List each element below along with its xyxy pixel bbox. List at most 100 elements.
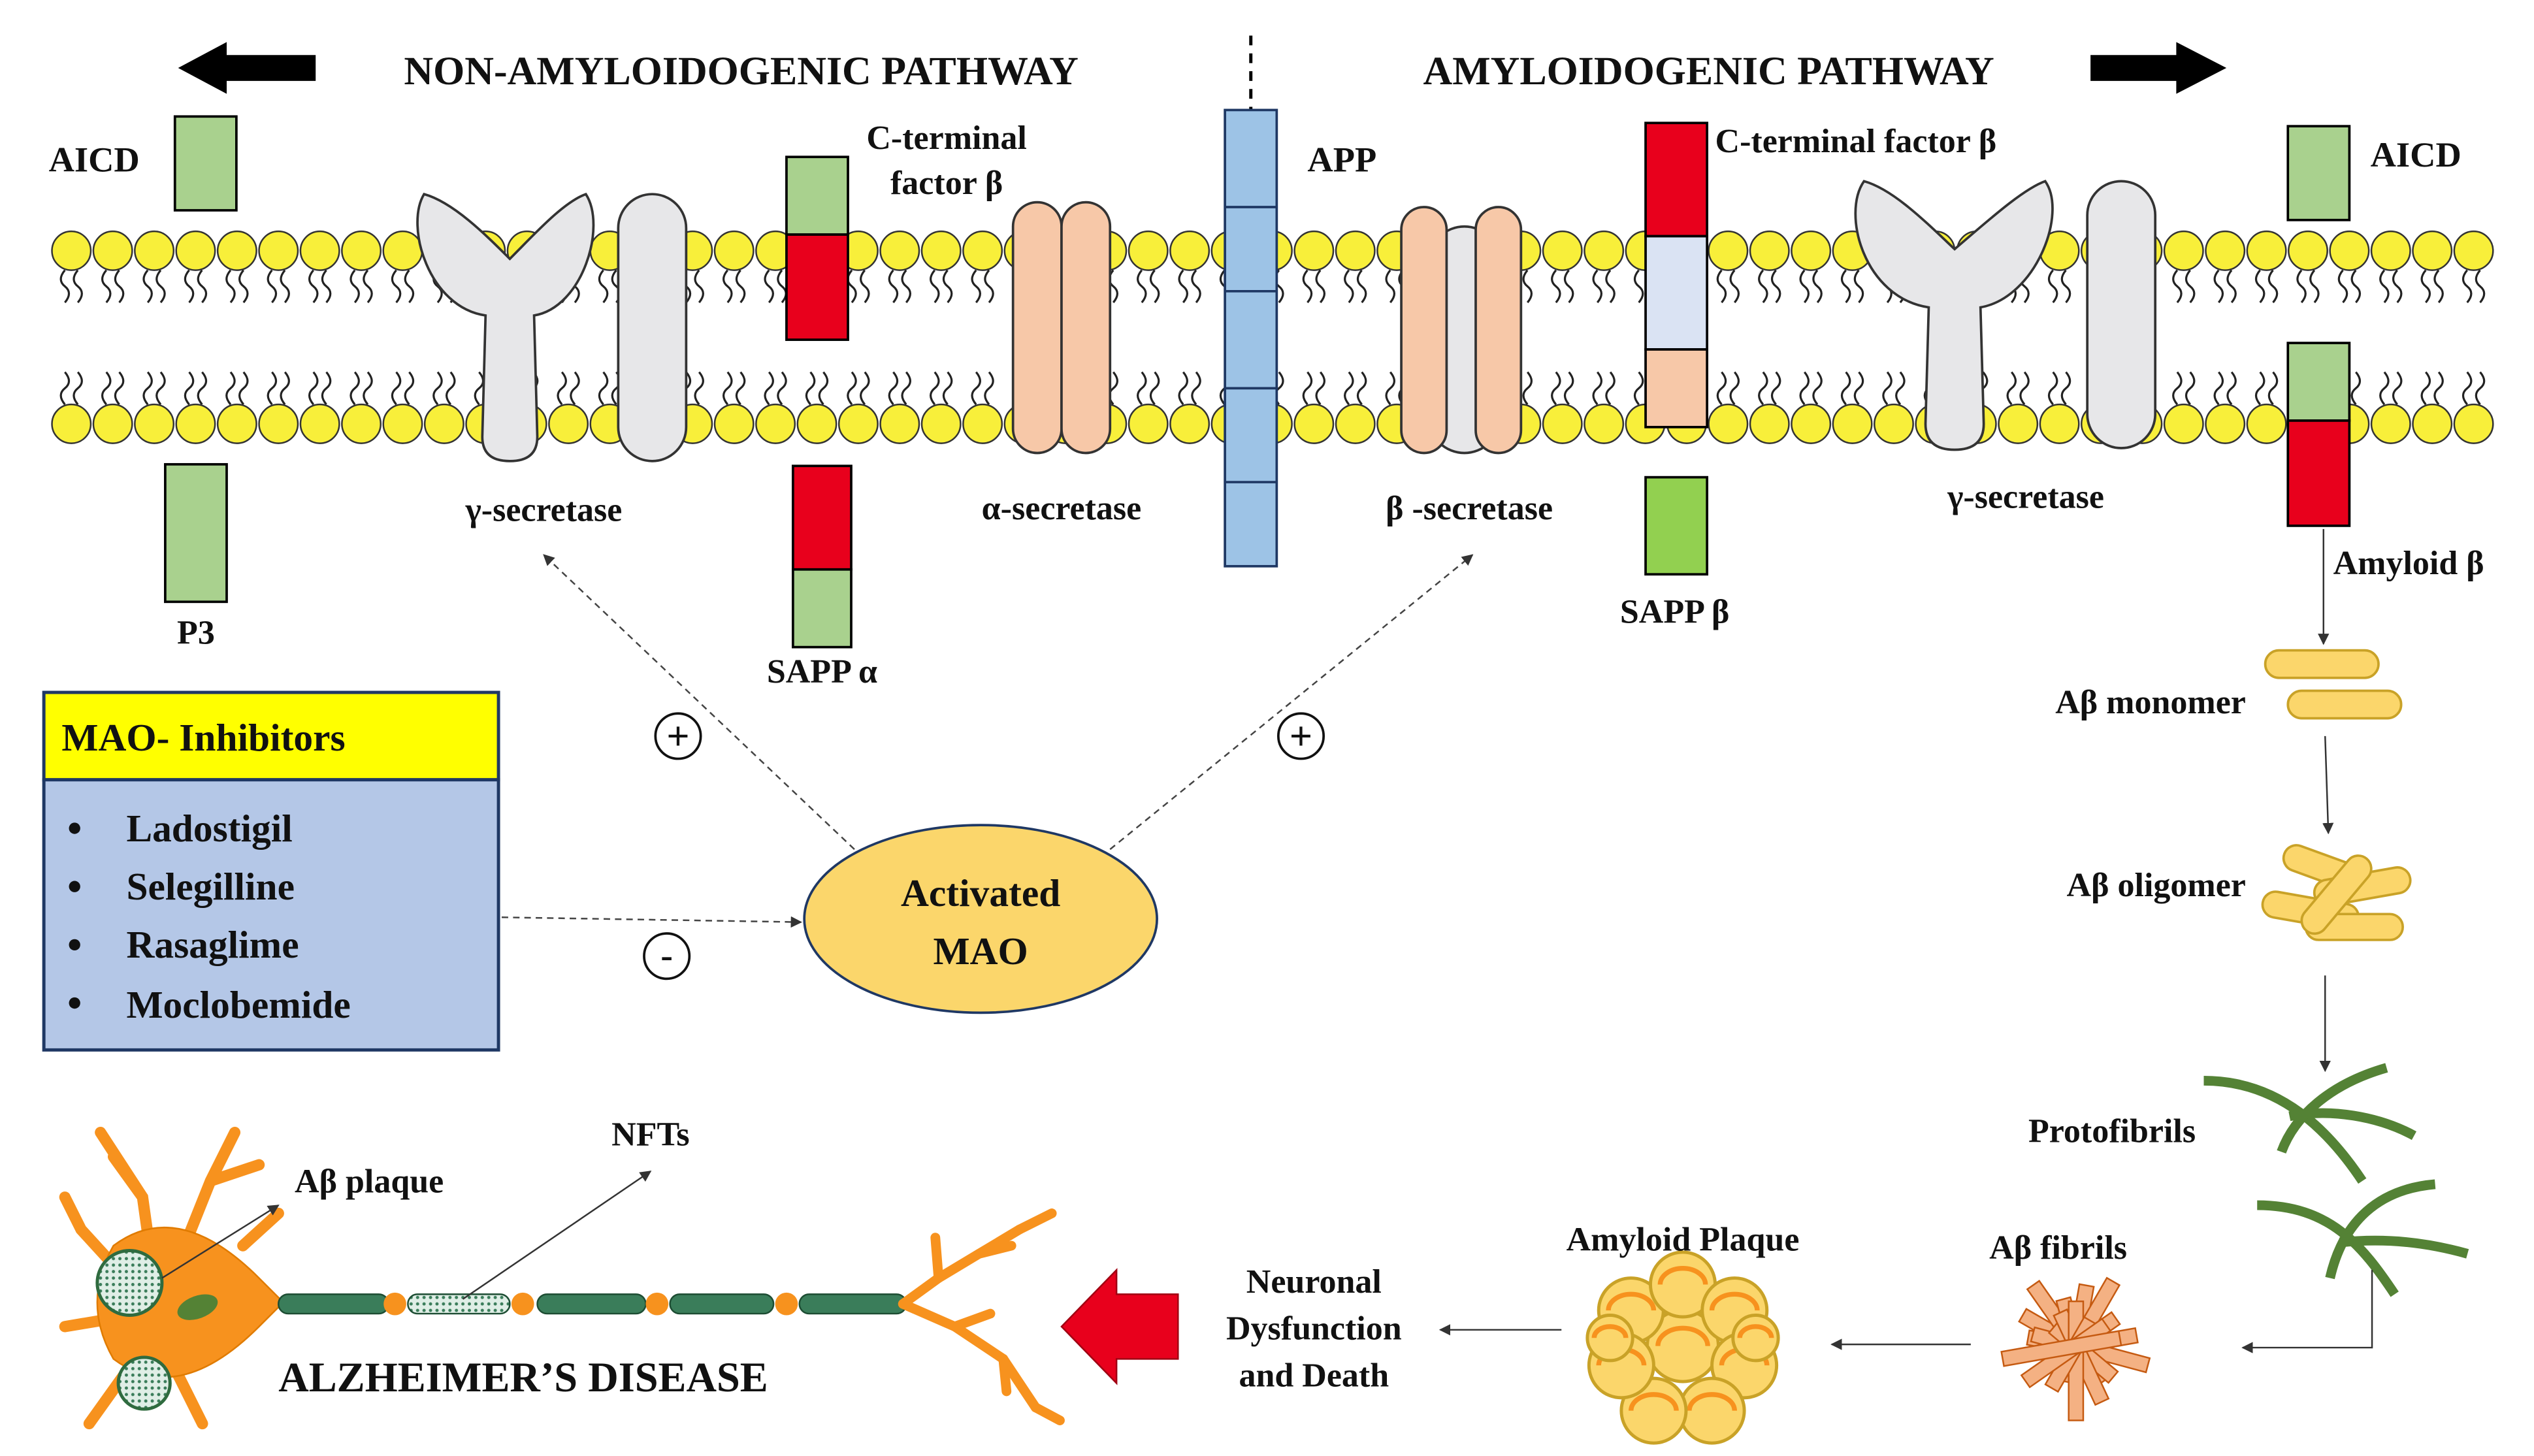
sapp-alpha-red (791, 464, 853, 571)
fibril-strand (2000, 1330, 2122, 1367)
lipid-head (1749, 230, 1790, 271)
app-protein (1224, 108, 1278, 568)
lipid-head (258, 230, 299, 271)
inhibitors-body (42, 778, 500, 1052)
lipid-tail (1729, 269, 1740, 304)
myelin-segment (278, 1293, 389, 1315)
lipid-tail (184, 269, 195, 304)
lipid-tail (1812, 371, 1823, 406)
lipid-tail (2006, 371, 2017, 406)
lipid-tail (391, 371, 402, 406)
plaque-loop-arc (1709, 1291, 1760, 1311)
nft-label: NFTs (611, 1116, 689, 1153)
beta-secretase (1400, 206, 1523, 455)
lipid-head (920, 403, 962, 444)
svg-text:+: + (667, 714, 690, 758)
lipid-tail (445, 371, 456, 406)
lipid-tail (1770, 269, 1781, 304)
sapp-alpha-label: SAPP α (767, 653, 877, 690)
lipid-tail (1178, 371, 1188, 406)
lipid-tail (847, 371, 857, 406)
disease-label: ALZHEIMER’S DISEASE (278, 1354, 768, 1400)
lipid-head (1832, 403, 1873, 444)
lipid-tail (942, 371, 953, 406)
lipid-tail (2047, 371, 2058, 406)
plaque-loop (1731, 1314, 1780, 1363)
ctf-left-green (785, 155, 849, 236)
lipid-head (755, 403, 796, 444)
lipid-head (1584, 230, 1625, 271)
gamma-secretase-label-left: γ-secretase (464, 491, 622, 528)
lipid-tail (363, 269, 373, 304)
lipid-head (1335, 403, 1376, 444)
tangled-segment (407, 1293, 511, 1315)
amyloid-beta-green (2286, 342, 2351, 422)
lipid-head (1998, 403, 2039, 444)
lipid-tail (59, 269, 71, 304)
sapp-beta-fragment (1644, 476, 1709, 576)
lipid-tail (984, 269, 994, 304)
lipid-tail (1812, 269, 1823, 304)
gamma-secretase-label-right: γ-secretase (1947, 479, 2104, 516)
lipid-head (2163, 403, 2204, 444)
mao-inhibitors-box: MAO- Inhibitors Ladostigil Selegilline R… (42, 690, 500, 1052)
lipid-head (92, 230, 133, 271)
alpha-secretase-label: α-secretase (982, 490, 1142, 527)
lipid-tail (280, 269, 290, 304)
amyloid-plaque-label: Amyloid Plaque (1567, 1221, 1800, 1258)
lipid-tail (694, 269, 704, 304)
ctf-label-left-2: factor β (890, 165, 1003, 202)
abeta-fibrils-shape (2000, 1276, 2151, 1421)
lipid-tail (984, 371, 994, 406)
inhibitor-item: Rasaglime (69, 923, 299, 966)
lipid-head (1293, 403, 1335, 444)
lipid-tail (308, 269, 319, 304)
axon-terminal (898, 1208, 1065, 1425)
lipid-tail (1563, 269, 1574, 304)
lipid-tail (1716, 269, 1727, 304)
lipid-tail (1840, 371, 1851, 406)
lipid-tail (777, 371, 787, 406)
lipid-head (382, 403, 423, 444)
lipid-head (713, 230, 755, 271)
lipid-tail (2392, 269, 2403, 304)
lipid-head (879, 230, 920, 271)
lipid-tail (1853, 269, 1864, 304)
lipid-tail (764, 371, 774, 406)
lipid-tail (1592, 371, 1603, 406)
lipid-tail (735, 269, 746, 304)
lipid-head (2246, 230, 2287, 271)
lipid-tail (1770, 371, 1781, 406)
lipid-tail (1191, 269, 1201, 304)
lipid-tail (155, 269, 166, 304)
lipid-head (175, 230, 216, 271)
lipid-head (299, 230, 340, 271)
lipid-tail (2047, 269, 2058, 304)
lipid-tail (1799, 371, 1810, 406)
mao-to-beta-secretase-arrow (1109, 554, 1474, 850)
lipid-tail (971, 371, 981, 406)
lipid-tail (1605, 269, 1616, 304)
lipid-tail (2060, 269, 2071, 304)
lipid-head (1584, 403, 1625, 444)
lipid-tail (1563, 371, 1574, 406)
inhibitor-item: Ladostigil (69, 807, 293, 850)
lipid-tail (2185, 371, 2196, 406)
mao-to-gamma-secretase-arrow (543, 554, 855, 850)
lipid-tail (280, 371, 290, 406)
lipid-tail (363, 371, 373, 406)
amyloid-plaque-shape (1585, 1250, 1780, 1445)
lipid-head (1749, 403, 1790, 444)
lipid-tail (557, 371, 567, 406)
node-of-ranvier (775, 1292, 798, 1316)
lipid-head (258, 403, 299, 444)
lipid-tail (1633, 371, 1644, 406)
lipid-head (134, 403, 175, 444)
lipid-head (341, 403, 382, 444)
lipid-head (299, 403, 340, 444)
lipid-tail (1178, 269, 1188, 304)
lipid-tail (101, 269, 112, 304)
ctf-left-red (785, 233, 849, 341)
lipid-tail (1149, 269, 1160, 304)
